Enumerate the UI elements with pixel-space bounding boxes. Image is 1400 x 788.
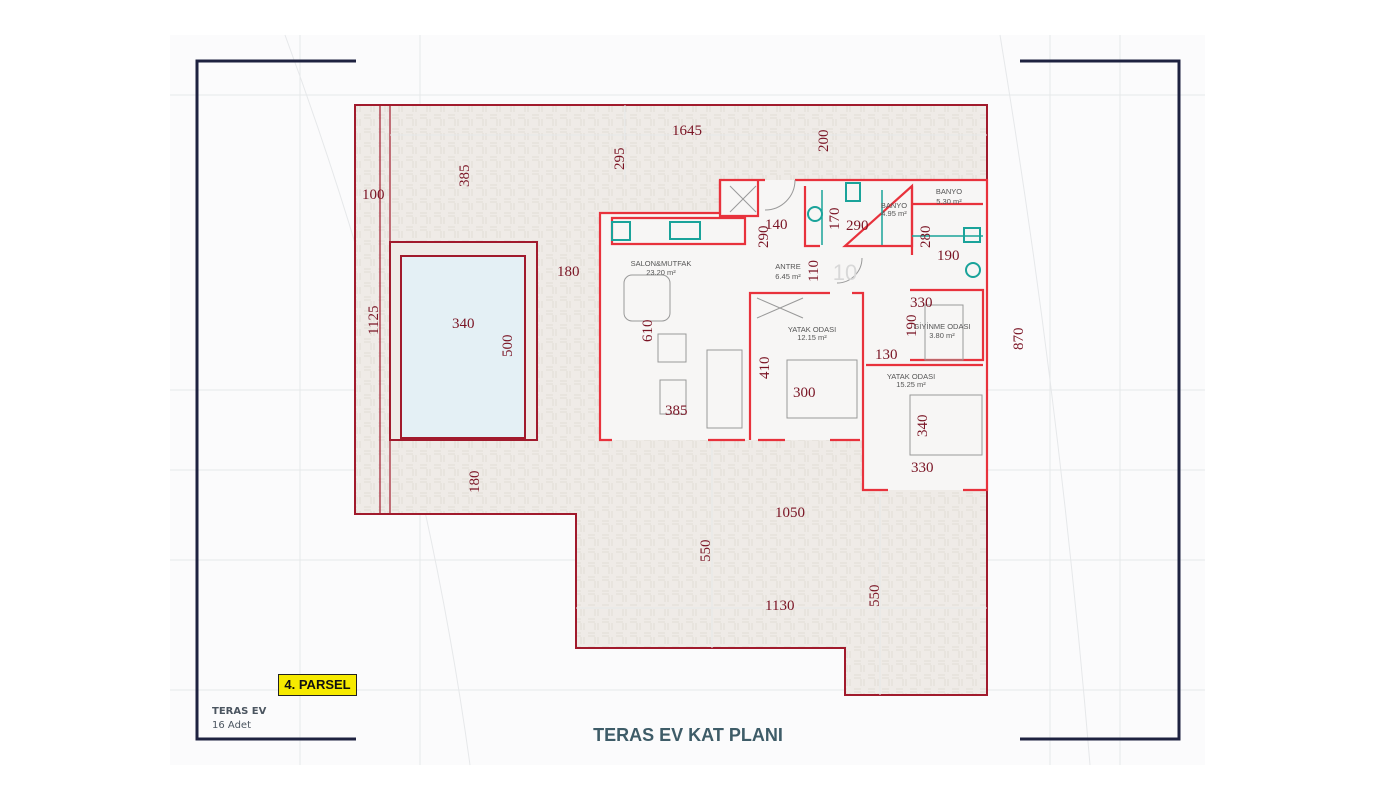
unit-info: TERAS EV 16 Adet (212, 705, 266, 733)
dimension-label: 280 (918, 226, 934, 249)
parcel-badge: 4. PARSEL (278, 674, 357, 696)
dimension-label: 170 (827, 208, 843, 231)
dimension-label: 385 (457, 165, 473, 188)
sofa-icon (706, 349, 743, 429)
dimension-label: 1125 (366, 306, 382, 335)
dimension-label: 550 (867, 585, 883, 608)
dimension-label: 340 (452, 316, 475, 332)
frame-left-bracket (195, 59, 356, 741)
washbasin-icon (845, 182, 861, 202)
dimension-label: 550 (698, 540, 714, 563)
room-name: SALON&MUTFAK (631, 259, 692, 268)
house-floor (600, 180, 987, 490)
room-name: BANYO (936, 187, 962, 196)
dimension-label: 180 (467, 471, 483, 494)
bed-icon (786, 359, 858, 419)
plan-title: TERAS EV KAT PLANI (593, 725, 783, 745)
frame-right-bracket (1020, 59, 1181, 741)
dimensions: 1645 295 200 385 100 180 1125 340 500 61… (362, 123, 1027, 614)
dimension-label: 610 (640, 320, 656, 343)
dimension-label: 190 (937, 248, 960, 264)
dimension-label: 100 (362, 187, 385, 203)
dimension-label: 330 (910, 295, 933, 311)
room-area: 23.20 m² (646, 268, 676, 277)
shaft-icon (729, 185, 804, 319)
room-area: 4.95 m² (881, 209, 907, 218)
dimension-label: 1050 (775, 505, 805, 521)
dimension-label: 140 (765, 217, 788, 233)
unit-count: 16 Adet (212, 720, 251, 731)
sink-icon (669, 221, 701, 240)
dining-table-icon (623, 274, 671, 322)
dimension-label: 180 (557, 264, 580, 280)
unit-type: TERAS EV (212, 706, 267, 717)
room-area: 15.25 m² (896, 380, 926, 389)
room-name: ANTRE (775, 262, 800, 271)
dimension-label: 340 (915, 415, 931, 438)
dimension-label: 1645 (672, 123, 702, 139)
room-name: YATAK ODASI (788, 325, 836, 334)
coffee-table-icon (659, 379, 687, 415)
room-area: 6.45 m² (775, 272, 801, 281)
fixtures: 10 (611, 179, 983, 456)
dimension-label: 110 (806, 260, 822, 282)
room-name: YATAK ODASI (887, 372, 935, 381)
chair-icon (657, 333, 687, 363)
dimension-label: 295 (612, 148, 628, 171)
room-area: 5.30 m² (936, 197, 962, 206)
washbasin-icon (963, 227, 981, 243)
dimension-label: 200 (816, 130, 832, 153)
dimension-label: 870 (1011, 328, 1027, 351)
room-area: 12.15 m² (797, 333, 827, 342)
dimension-label: 385 (665, 403, 688, 419)
room-name: GİYİNME ODASI (913, 322, 970, 331)
toilet-icon (965, 262, 981, 278)
dimension-label: 330 (911, 460, 934, 476)
dimension-label: 290 (756, 226, 772, 249)
dimension-label: 410 (757, 357, 773, 380)
dimension-label: 130 (875, 347, 898, 363)
wardrobe-icon (924, 304, 964, 361)
pool (400, 255, 526, 439)
stove-icon (611, 221, 631, 241)
room-name: BANYO (881, 201, 907, 210)
dimension-label: 1130 (765, 598, 794, 614)
bed-icon (909, 394, 983, 456)
dimension-label: 190 (904, 315, 920, 338)
room-labels: SALON&MUTFAK 23.20 m² ANTRE 6.45 m² BANY… (631, 187, 971, 389)
background-number: 10 (833, 260, 857, 285)
room-area: 3.80 m² (929, 331, 955, 340)
dimension-label: 500 (500, 335, 516, 358)
dimension-label: 290 (846, 218, 869, 234)
dimension-label: 300 (793, 385, 816, 401)
